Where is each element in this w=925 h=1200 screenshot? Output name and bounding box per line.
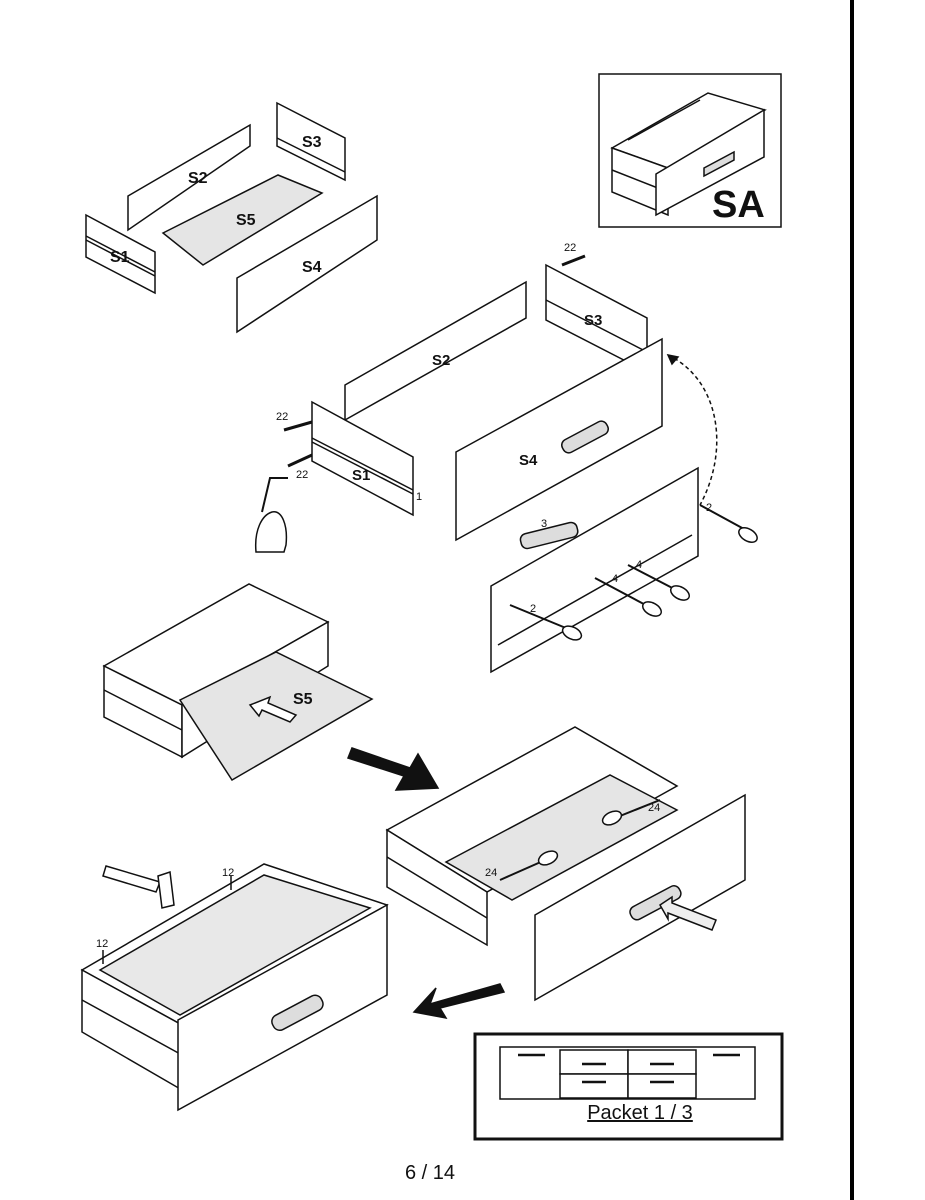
step-frame-assembly	[254, 254, 758, 674]
qty-12-upper: 12	[222, 867, 234, 879]
qty-2-lower: 2	[530, 603, 536, 615]
hammer-icon	[102, 865, 162, 893]
label-s5: S5	[236, 212, 256, 229]
qty-22-lower: 22	[296, 469, 308, 481]
front-panel-rear-view	[490, 466, 699, 674]
panel-s3	[276, 101, 346, 182]
page-number: 6 / 14	[404, 1162, 456, 1184]
page-border-right	[850, 0, 854, 1200]
label-s1-step: S1	[352, 467, 370, 484]
packet-label: Packet 1 / 3	[587, 1102, 693, 1124]
label-s5-step: S5	[293, 691, 313, 708]
furniture-thumbnail	[499, 1046, 756, 1100]
parts-overview	[85, 101, 378, 334]
label-s1: S1	[110, 249, 130, 266]
qty-24-left: 24	[485, 867, 497, 879]
step-nail-bottom	[80, 863, 389, 1112]
direction-arrow-right	[347, 747, 440, 791]
step-slide-bottom	[102, 583, 440, 791]
label-s4-step: S4	[519, 452, 538, 469]
drawer-front-final	[177, 903, 388, 1112]
label-s3: S3	[302, 134, 322, 151]
panel-s5	[161, 174, 324, 266]
qty-22-upper: 22	[276, 411, 288, 423]
qty-4-right: 4	[636, 559, 642, 571]
panel-s4	[236, 194, 378, 334]
label-s4: S4	[302, 259, 322, 276]
qty-4-left: 4	[612, 573, 618, 585]
qty-24-right: 24	[648, 802, 660, 814]
front-panel-attach	[534, 793, 746, 1002]
qty-12-lower: 12	[96, 938, 108, 950]
panel-s2	[127, 123, 251, 232]
sa-label: SA	[712, 184, 765, 226]
qty-3: 3	[541, 518, 547, 530]
qty-22-s3: 22	[564, 242, 576, 254]
push-arrow	[659, 895, 717, 931]
back-panel-s2	[344, 280, 527, 422]
qty-1: 1	[416, 491, 422, 503]
direction-arrow-left	[412, 983, 506, 1020]
qty-2-upper: 2	[706, 502, 712, 514]
handle-part	[519, 521, 579, 550]
drawer-sa-icon	[610, 92, 767, 217]
side-panel-s1	[311, 400, 414, 517]
label-s2-step: S2	[432, 352, 450, 369]
label-s2: S2	[188, 170, 208, 187]
slide-arrow	[248, 695, 298, 723]
label-s3-step: S3	[584, 312, 602, 329]
front-panel-s4	[455, 337, 663, 542]
step-attach-front	[385, 726, 746, 1020]
